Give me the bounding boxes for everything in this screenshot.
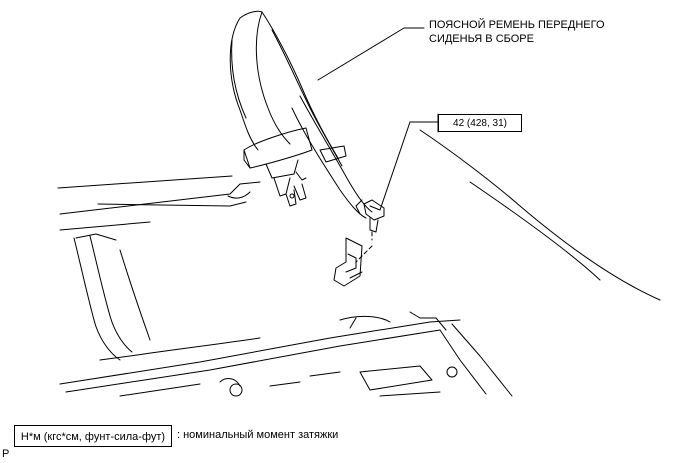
seat-belt-webbing bbox=[229, 10, 373, 219]
part-callout-label: ПОЯСНОЙ РЕМЕНЬ ПЕРЕДНЕГО СИДЕНЬЯ В СБОРЕ bbox=[429, 18, 605, 46]
part-callout-line-2: СИДЕНЬЯ В СБОРЕ bbox=[429, 33, 534, 45]
belt-retractor-end bbox=[243, 127, 313, 207]
part-callout-line-1: ПОЯСНОЙ РЕМЕНЬ ПЕРЕДНЕГО bbox=[429, 19, 605, 31]
torque-value-box: 42 (428, 31) bbox=[438, 114, 522, 132]
torque-unit-legend-box: Н*м (кгс*см, фунт-сила-фут) bbox=[14, 425, 172, 447]
leader-lines bbox=[317, 27, 439, 211]
anchor-bolt bbox=[355, 199, 385, 233]
torque-unit-legend-description: : номинальный момент затяжки bbox=[177, 429, 339, 441]
vehicle-body-outline bbox=[57, 129, 661, 397]
corner-code: P bbox=[2, 448, 10, 460]
anchor-bracket bbox=[333, 231, 373, 287]
